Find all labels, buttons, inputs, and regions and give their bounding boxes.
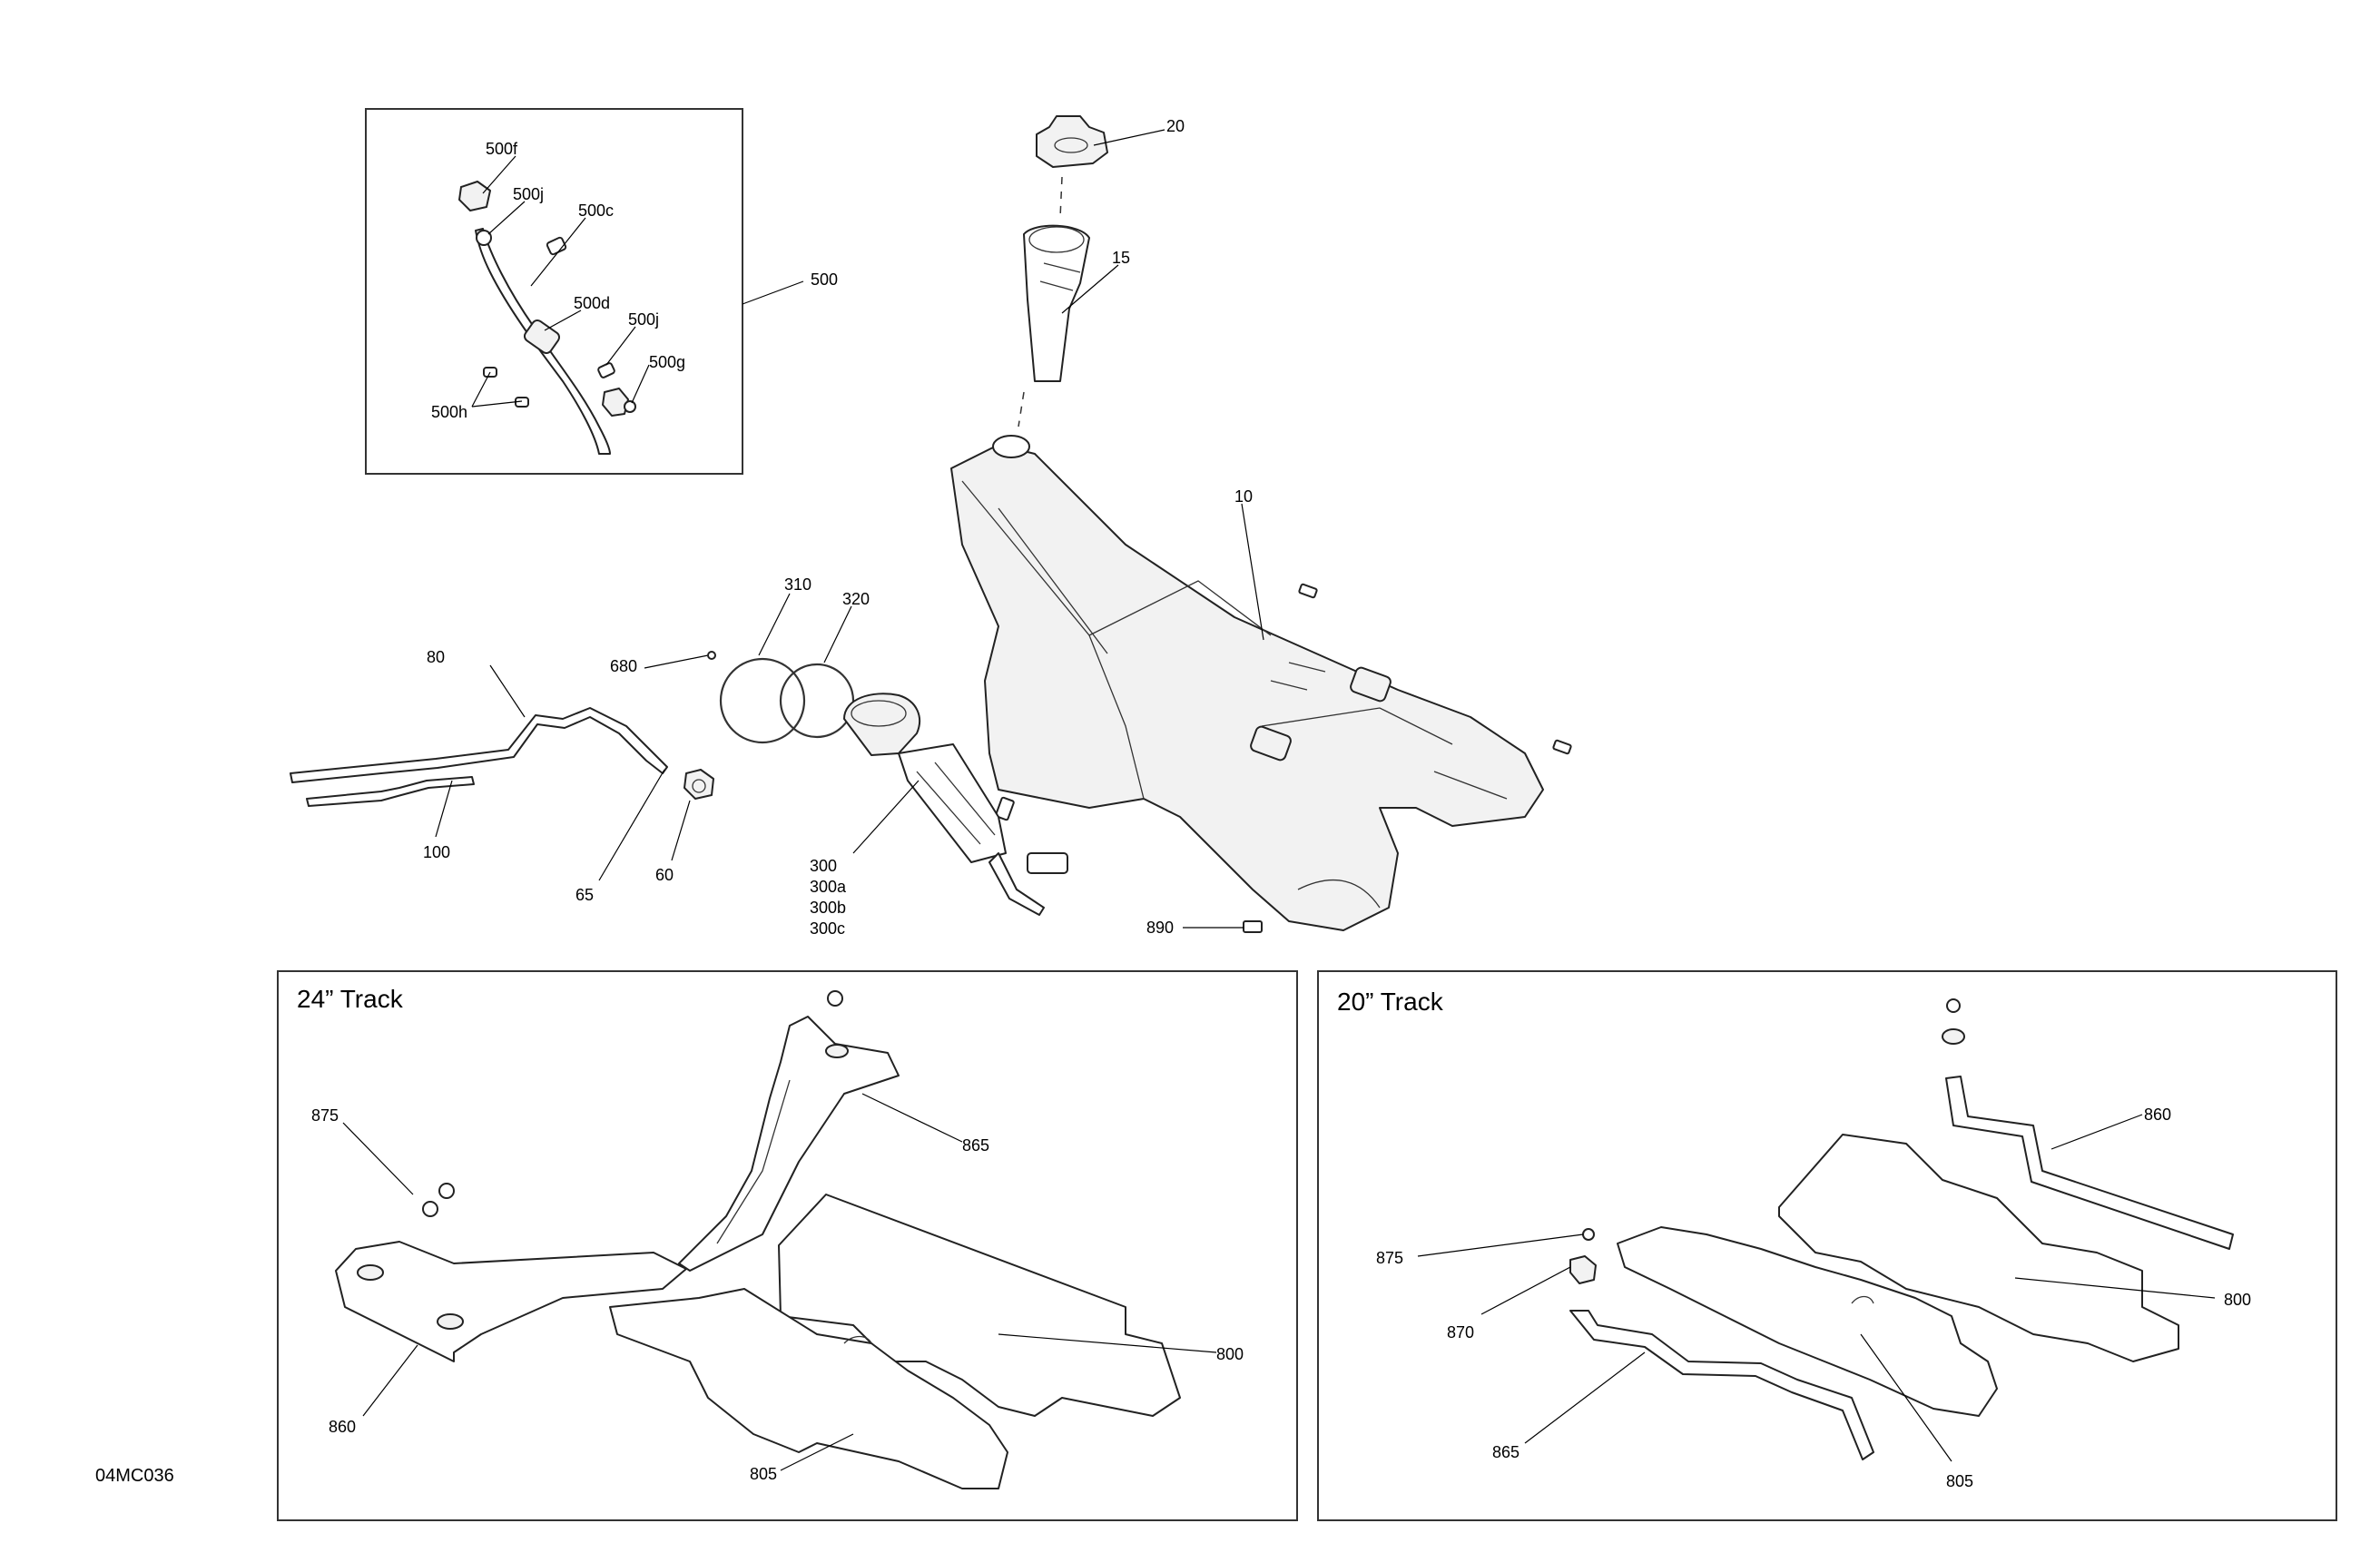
label-300b: 300b	[810, 899, 846, 917]
label-500g: 500g	[649, 353, 685, 371]
fuel-cap	[1036, 115, 1108, 168]
fuel-pump	[843, 693, 1068, 916]
pump-seal	[779, 663, 855, 739]
label-300c: 300c	[810, 919, 845, 938]
label-500j-top: 500j	[513, 185, 544, 203]
t24-label-800: 800	[1216, 1345, 1244, 1363]
panel-20-track	[1317, 970, 2337, 1521]
label-60: 60	[655, 866, 674, 884]
t24-protector-805	[609, 1288, 1008, 1489]
t24-push-rivet-top	[827, 990, 843, 1007]
t20-label-865: 865	[1492, 1443, 1519, 1461]
label-680: 680	[610, 657, 637, 675]
panel-20-track-title: 20” Track	[1337, 988, 1444, 1016]
screw-680	[707, 651, 716, 660]
t24-label-875: 875	[311, 1106, 339, 1125]
t20-protector-805	[1617, 1226, 1998, 1417]
label-65: 65	[575, 886, 594, 904]
t20-label-805: 805	[1946, 1472, 1973, 1490]
label-500h: 500h	[431, 403, 467, 421]
label-890: 890	[1146, 919, 1174, 937]
t24-heat-shield-front	[678, 1016, 900, 1272]
tank-bumper-890	[1243, 920, 1263, 933]
t20-bracket-860	[1945, 1076, 2234, 1250]
drawing-reference: 04MC036	[95, 1466, 174, 1486]
label-500c: 500c	[578, 201, 614, 220]
t24-label-865: 865	[962, 1136, 989, 1155]
vent-hose-100	[306, 776, 475, 807]
label-300: 300	[810, 857, 837, 875]
label-80: 80	[427, 648, 445, 666]
label-310: 310	[784, 575, 811, 594]
label-500j-bottom: 500j	[628, 310, 659, 329]
t20-bracket-865	[1569, 1310, 1874, 1460]
vent-hose-assembly	[458, 181, 636, 455]
fuel-hose-80	[290, 707, 668, 783]
fuel-tank	[950, 435, 1544, 931]
lock-ring	[719, 657, 806, 744]
t24-push-rivet-b	[438, 1183, 455, 1199]
label-100: 100	[423, 843, 450, 861]
t24-label-860: 860	[329, 1418, 356, 1436]
label-15: 15	[1112, 249, 1130, 267]
label-500: 500	[811, 270, 838, 289]
t24-push-rivet-a	[422, 1201, 438, 1217]
tank-bumper-right	[1552, 739, 1572, 755]
tank-bumper-top	[1298, 583, 1318, 599]
detail-box-500	[365, 108, 743, 475]
label-500f: 500f	[486, 140, 518, 158]
label-500d: 500d	[574, 294, 610, 312]
t20-label-875: 875	[1376, 1249, 1403, 1267]
t20-label-860: 860	[2144, 1106, 2171, 1124]
t20-clip-870	[1569, 1255, 1597, 1284]
panel-24-track	[277, 970, 1298, 1521]
t24-heat-shield-rear	[335, 1241, 687, 1362]
t20-grommet-top	[1942, 1028, 1965, 1045]
tank-bumper-side	[995, 796, 1015, 821]
t20-label-870: 870	[1447, 1323, 1474, 1342]
t24-label-805: 805	[750, 1465, 777, 1483]
t20-push-rivet-875	[1582, 1228, 1595, 1241]
label-300a: 300a	[810, 878, 847, 896]
panel-24-track-title: 24” Track	[297, 985, 404, 1013]
t20-push-rivet-top	[1946, 998, 1961, 1013]
filler-neck	[1023, 224, 1090, 382]
label-20: 20	[1166, 117, 1185, 135]
t20-protector-800	[1778, 1134, 2179, 1362]
t20-label-800: 800	[2224, 1291, 2251, 1309]
label-10: 10	[1234, 487, 1253, 506]
label-320: 320	[842, 590, 870, 608]
quick-connector-60	[684, 769, 714, 800]
